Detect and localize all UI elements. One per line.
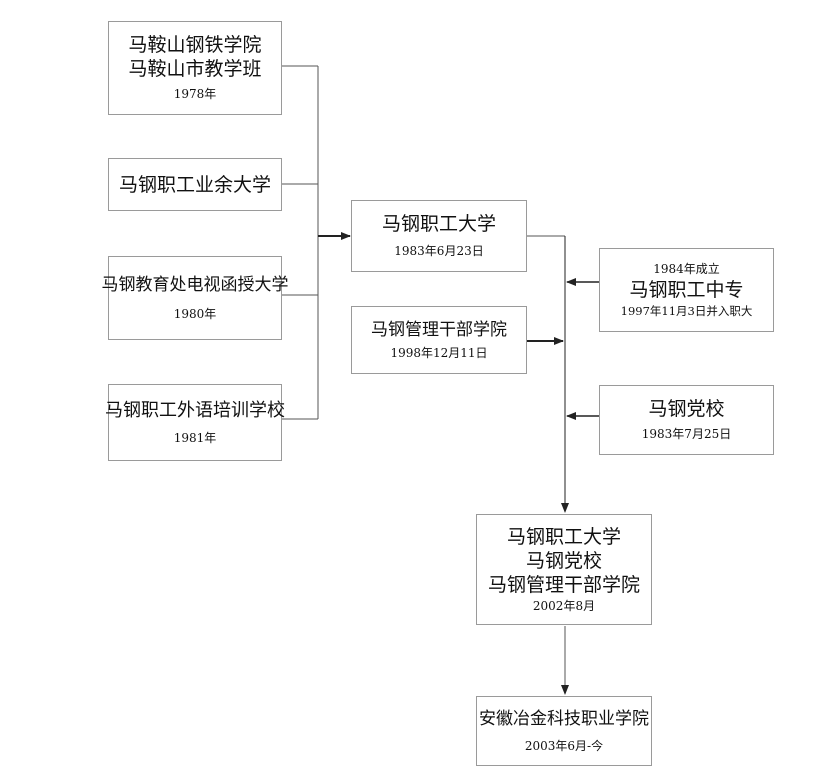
box-zhi-gong-da-xue: 马钢职工大学 1983年6月23日	[351, 200, 527, 272]
box-date: 1983年7月25日	[641, 427, 732, 441]
box-date: 1997年11月3日并入职大	[620, 304, 753, 318]
box-title-line-1: 马钢职工大学	[506, 525, 621, 548]
box-gan-bu-xue-yuan: 马钢管理干部学院 1998年12月11日	[351, 306, 527, 374]
box-title-line-1: 马鞍山钢铁学院	[128, 34, 262, 56]
box-title-line-2: 马钢党校	[525, 549, 602, 572]
box-title-line-2: 马鞍山市教学班	[128, 58, 262, 80]
box-date: 2002年8月	[532, 598, 596, 613]
box-wai-yu-pei-xun: 马钢职工外语培训学校 1981年	[105, 384, 285, 461]
box-zhong-zhuan: 1984年成立 马钢职工中专 1997年11月3日并入职大	[599, 248, 774, 332]
box-date: 1981年	[173, 430, 217, 445]
box-title-line-1: 马钢教育处电视函授大学	[101, 275, 289, 295]
box-title-line-1: 马钢职工业余大学	[118, 173, 271, 196]
box-top-note: 1984年成立	[653, 262, 720, 276]
box-title-line-1: 马钢职工大学	[381, 213, 496, 235]
box-title-line-1: 安徽冶金科技职业学院	[479, 709, 649, 729]
box-he-bing: 马钢职工大学 马钢党校 马钢管理干部学院 2002年8月	[476, 514, 652, 625]
box-ye-jin-xue-yuan: 安徽冶金科技职业学院 2003年6月-今	[476, 696, 652, 766]
box-ye-yu-da-xue: 马钢职工业余大学	[108, 158, 282, 211]
box-date: 1980年	[173, 307, 217, 321]
box-title-line-1: 马钢党校	[648, 398, 725, 420]
box-dang-xiao: 马钢党校 1983年7月25日	[599, 385, 774, 455]
box-date: 1983年6月23日	[394, 244, 484, 258]
box-date: 2003年6月-今	[524, 739, 604, 753]
box-dian-shi-han-shou: 马钢教育处电视函授大学 1980年	[102, 256, 289, 340]
box-title-line-1: 马钢职工中专	[629, 279, 744, 301]
box-title-line-1: 马钢职工外语培训学校	[105, 399, 285, 421]
box-date: 1998年12月11日	[390, 346, 488, 360]
box-title-line-1: 马钢管理干部学院	[371, 320, 507, 340]
box-ma-gang-xue-yuan: 马鞍山钢铁学院 马鞍山市教学班 1978年	[108, 21, 282, 115]
box-title-line-3: 马钢管理干部学院	[487, 573, 640, 596]
box-date: 1978年	[173, 87, 217, 101]
